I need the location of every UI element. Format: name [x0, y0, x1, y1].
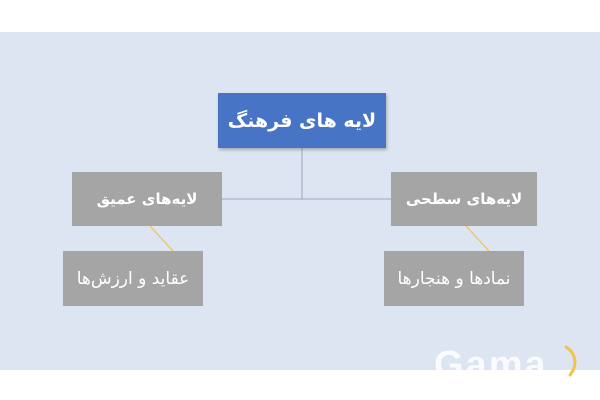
- leaf-connector-right: [465, 225, 490, 252]
- branch-node-surface-label: لایه‌های سطحی: [405, 190, 523, 208]
- root-node: لایه های فرهنگ: [218, 93, 386, 148]
- leaf-node-symbols-norms-label: نمادها و هنجارها: [397, 268, 511, 289]
- gama-watermark-swoosh: [564, 345, 577, 377]
- gama-watermark-logo: Gama: [434, 344, 577, 386]
- branch-node-deep-label: لایه‌های عمیق: [96, 190, 198, 208]
- leaf-node-symbols-norms: نمادها و هنجارها: [384, 251, 524, 306]
- branch-node-surface: لایه‌های سطحی: [391, 172, 537, 226]
- root-node-label: لایه های فرهنگ: [227, 109, 377, 132]
- branch-node-deep: لایه‌های عمیق: [72, 172, 222, 226]
- leaf-node-beliefs-values: عقاید و ارزش‌ها: [63, 251, 203, 306]
- leaf-node-beliefs-values-label: عقاید و ارزش‌ها: [76, 268, 190, 289]
- gama-watermark-text: Gama: [434, 344, 548, 386]
- leaf-connector-left: [149, 225, 174, 252]
